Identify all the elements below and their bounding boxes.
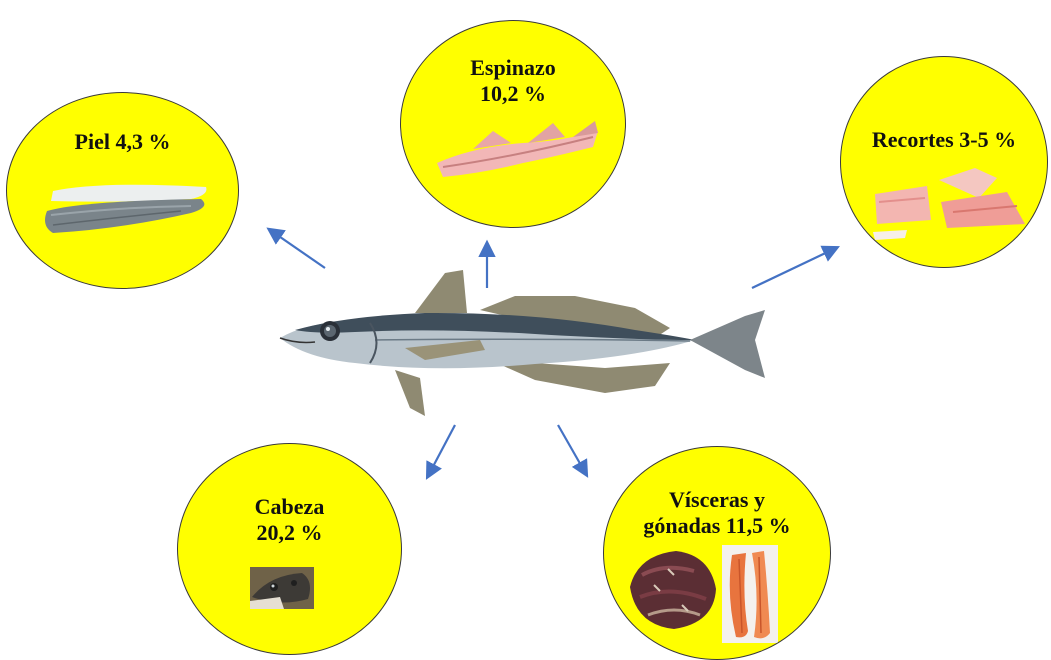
circle-cabeza: Cabeza 20,2 % — [177, 443, 402, 655]
circle-piel: Piel 4,3 % — [6, 92, 239, 289]
label-visceras-line2: gónadas 11,5 % — [604, 513, 830, 539]
fish-head-icon — [250, 567, 314, 609]
label-piel-text: Piel 4,3 % — [7, 129, 238, 155]
arrow-to-piel — [270, 230, 325, 268]
label-visceras: Vísceras y gónadas 11,5 % — [604, 487, 830, 539]
label-espinazo-name: Espinazo — [401, 55, 625, 81]
label-cabeza: Cabeza 20,2 % — [178, 494, 401, 546]
circle-espinazo: Espinazo 10,2 % — [400, 20, 626, 228]
circle-visceras: Vísceras y gónadas 11,5 % — [603, 446, 831, 660]
label-espinazo-percent: 10,2 % — [401, 81, 625, 107]
label-visceras-line1: Vísceras y — [604, 487, 830, 513]
circle-recortes: Recortes 3-5 % — [840, 56, 1048, 268]
hake-fish-icon — [275, 268, 775, 418]
label-cabeza-percent: 20,2 % — [178, 520, 401, 546]
label-espinazo: Espinazo 10,2 % — [401, 55, 625, 107]
label-cabeza-name: Cabeza — [178, 494, 401, 520]
label-recortes-text: Recortes 3-5 % — [841, 127, 1047, 153]
fish-trimmings-icon — [867, 162, 1027, 242]
label-piel: Piel 4,3 % — [7, 129, 238, 155]
arrow-to-cabeza — [428, 425, 455, 476]
arrow-to-visceras — [558, 425, 586, 474]
fish-backbone-icon — [433, 117, 603, 187]
viscera-and-gonads-icon — [624, 545, 784, 645]
fish-skin-fillet-icon — [41, 181, 211, 241]
label-recortes: Recortes 3-5 % — [841, 127, 1047, 153]
